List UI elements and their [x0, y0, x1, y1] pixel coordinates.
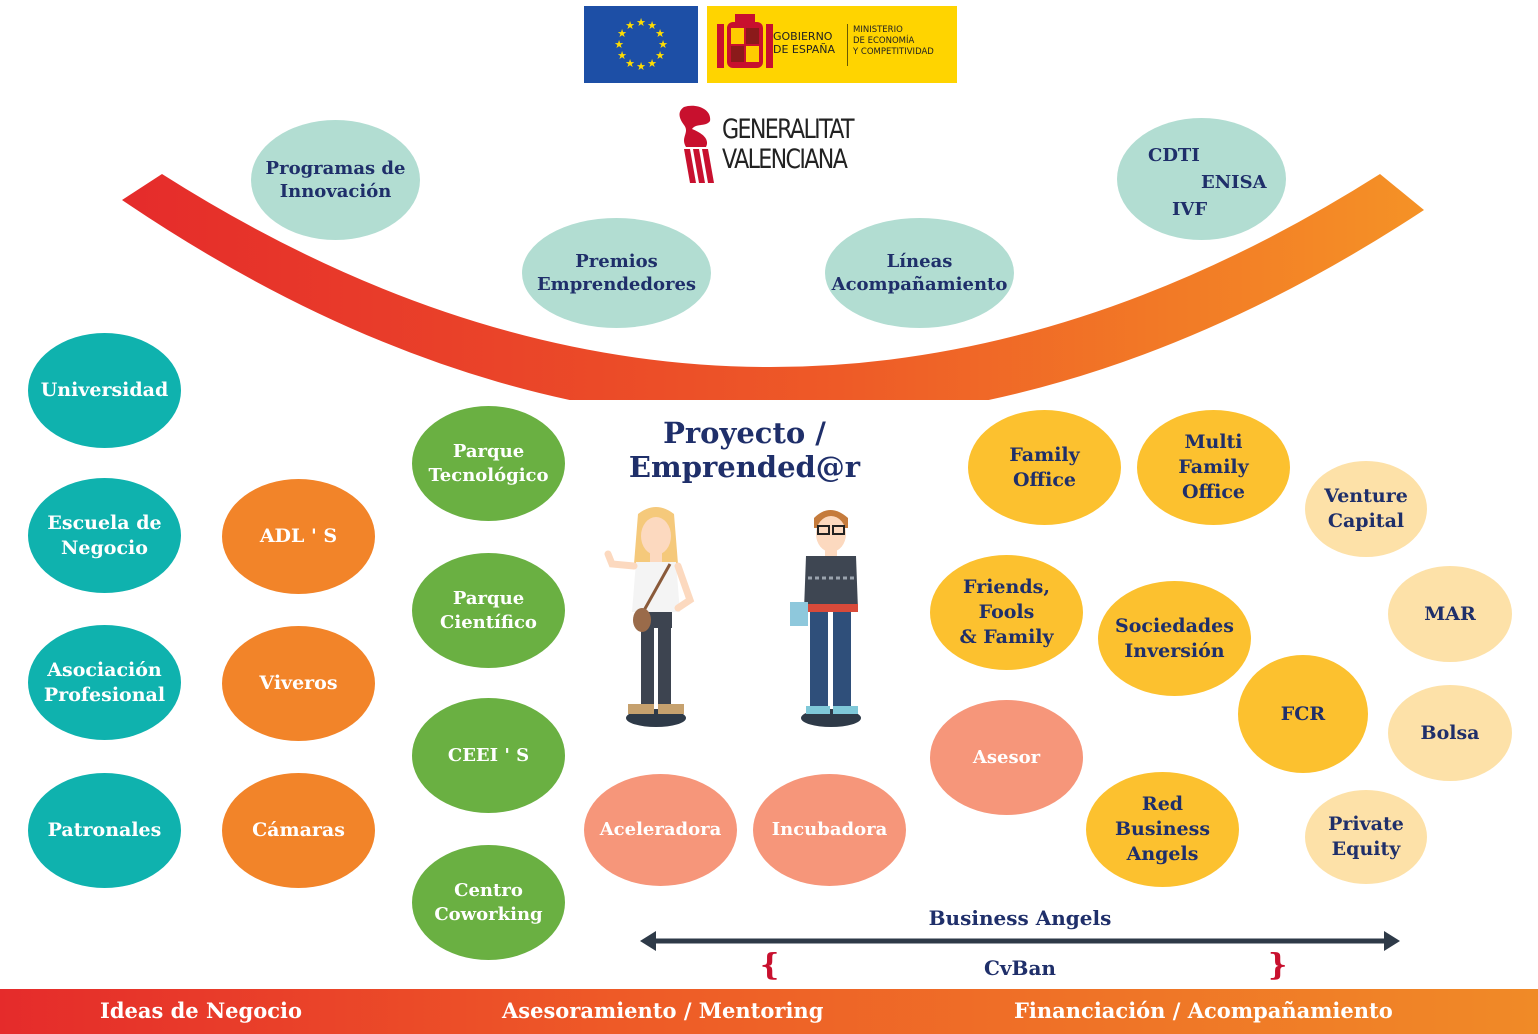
svg-text:★: ★ — [625, 57, 635, 70]
node-premios-emprendedores: Premios Emprendedores — [522, 218, 711, 328]
spain-coat-of-arms-icon — [717, 14, 773, 68]
generalitat-line1: GENERALITAT — [722, 114, 855, 145]
node-multi-family-office: Multi Family Office — [1137, 410, 1290, 525]
node-friends-fools-family: Friends, Fools & Family — [930, 555, 1083, 670]
node-centro-coworking: Centro Coworking — [412, 845, 565, 960]
svg-text:★: ★ — [625, 19, 635, 32]
node-asociacion-profesional: Asociación Profesional — [28, 625, 181, 740]
node-asesor: Asesor — [930, 700, 1083, 815]
node-aceleradora: Aceleradora — [584, 774, 737, 886]
svg-text:★: ★ — [636, 16, 646, 29]
generalitat-emblem-icon — [679, 105, 714, 183]
node-universidad: Universidad — [28, 333, 181, 448]
svg-text:★: ★ — [655, 49, 665, 62]
generalitat-line2: VALENCIANA — [722, 144, 848, 175]
node-ceeis: CEEI ' S — [412, 698, 565, 813]
svg-text:★: ★ — [636, 60, 646, 73]
svg-text:★: ★ — [647, 57, 657, 70]
svg-text:★: ★ — [614, 38, 624, 51]
node-incubadora: Incubadora — [753, 774, 906, 886]
node-public-funds: CDTI ENISA IVF — [1117, 118, 1286, 240]
spain-gov-text: GOBIERNO DE ESPAÑA — [773, 30, 836, 56]
node-viveros: Viveros — [222, 626, 375, 741]
eu-flag-logo: ★★★ ★★★ ★★★ ★★★ — [584, 6, 698, 83]
svg-text:★: ★ — [647, 19, 657, 32]
node-patronales: Patronales — [28, 773, 181, 888]
public-support-arc — [122, 174, 1424, 400]
node-private-equity: Private Equity — [1305, 790, 1427, 884]
stage-asesoramiento-mentoring: Asesoramiento / Mentoring — [502, 998, 824, 1023]
svg-text:★: ★ — [655, 27, 665, 40]
svg-text:★: ★ — [658, 38, 668, 51]
fund-ivf: IVF — [1172, 199, 1208, 220]
spain-government-logo: GOBIERNO DE ESPAÑA MINISTERIO DE ECONOMÍ… — [707, 6, 957, 83]
stage-ideas-negocio: Ideas de Negocio — [100, 998, 302, 1023]
stage-financiacion-acompanamiento: Financiación / Acompañamiento — [1014, 998, 1393, 1023]
woman-entrepreneur-illustration — [604, 507, 695, 727]
svg-text:★: ★ — [617, 27, 627, 40]
svg-text:★: ★ — [617, 49, 627, 62]
node-parque-cientifico: Parque Científico — [412, 553, 565, 668]
node-fcr: FCR — [1238, 655, 1368, 773]
node-sociedades-inversion: Sociedades Inversión — [1098, 581, 1251, 696]
node-mar: MAR — [1388, 566, 1512, 662]
node-lineas-acompanamiento: Líneas Acompañamiento — [825, 218, 1014, 328]
logo-divider — [847, 24, 848, 66]
brace-left: { — [760, 948, 780, 983]
stage-bar — [0, 989, 1538, 1034]
node-parque-tecnologico: Parque Tecnológico — [412, 406, 565, 521]
node-venture-capital: Venture Capital — [1305, 461, 1427, 557]
node-escuela-negocio: Escuela de Negocio — [28, 478, 181, 593]
generalitat-logo: GENERALITAT VALENCIANA — [676, 103, 876, 185]
node-red-business-angels: Red Business Angels — [1086, 772, 1239, 887]
spain-ministry-text: MINISTERIO DE ECONOMÍA Y COMPETITIVIDAD — [853, 25, 934, 57]
node-programas-innovacion: Programas de Innovación — [251, 120, 420, 240]
node-family-office: Family Office — [968, 410, 1121, 525]
cvban-label: CvBan — [984, 956, 1056, 980]
man-entrepreneur-illustration — [790, 510, 861, 727]
business-angels-arrow — [640, 931, 1400, 951]
node-camaras: Cámaras — [222, 773, 375, 888]
business-angels-label: Business Angels — [928, 906, 1112, 930]
node-adls: ADL ' S — [222, 479, 375, 594]
fund-enisa: ENISA — [1201, 172, 1267, 193]
brace-right: } — [1268, 948, 1288, 983]
fund-cdti: CDTI — [1148, 145, 1200, 166]
eu-stars-icon: ★★★ ★★★ ★★★ ★★★ — [614, 16, 668, 73]
center-title: Proyecto / Emprended@r — [628, 416, 861, 484]
node-bolsa: Bolsa — [1388, 685, 1512, 781]
